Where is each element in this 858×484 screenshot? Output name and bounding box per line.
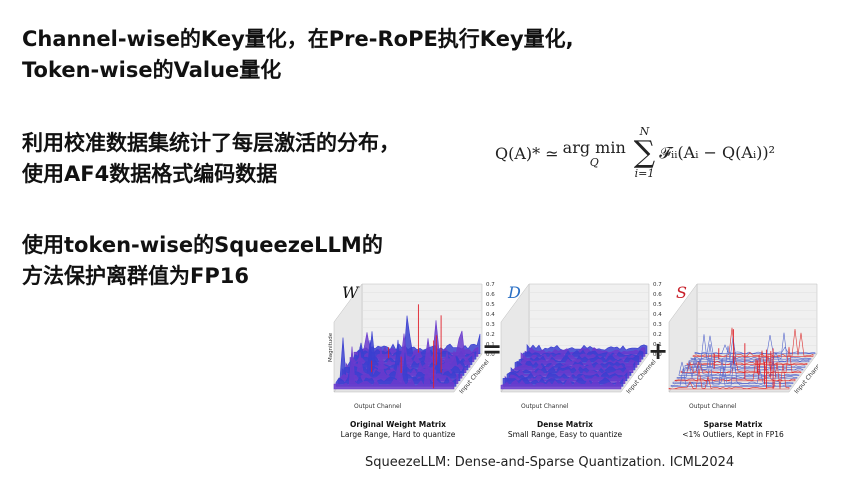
surface-row bbox=[686, 360, 808, 365]
surface-row bbox=[500, 379, 622, 390]
axis-label-output: Output Channel bbox=[689, 403, 737, 410]
source-citation: SqueezeLLM: Dense-and-Sparse Quantizatio… bbox=[365, 455, 735, 470]
formula-body: 𝓕ᵢᵢ(Aᵢ − Q(Aᵢ))² bbox=[659, 143, 776, 162]
quantization-formula: Q(A)* ≃ arg min Q N ∑ i=1 𝓕ᵢᵢ(Aᵢ − Q(Aᵢ)… bbox=[495, 126, 775, 180]
tick-label: 0.3 bbox=[653, 322, 662, 328]
tick-label: 0.6 bbox=[486, 292, 495, 298]
tick-label: 0.3 bbox=[486, 322, 495, 328]
axis-label-magnitude: Magnitude bbox=[328, 332, 334, 362]
caption-sparse: Sparse Matrix <1% Outliers, Kept in FP16 bbox=[682, 420, 784, 439]
caption-original: Original Weight Matrix Large Range, Hard… bbox=[340, 420, 456, 439]
text-line: 使用AF4数据格式编码数据 bbox=[22, 162, 278, 186]
tick-label: 0.4 bbox=[486, 312, 495, 318]
text-line: 利用校准数据集统计了每层激活的分布， bbox=[22, 131, 400, 155]
formula-argmin: arg min Q bbox=[562, 137, 626, 169]
text-line: 使用token-wise的SqueezeLLM的 bbox=[22, 233, 383, 257]
tick-label: 0.1 bbox=[486, 342, 495, 348]
formula-lhs: Q(A)* ≃ bbox=[495, 143, 559, 163]
surface-row bbox=[688, 334, 810, 363]
tick-label: 0.4 bbox=[653, 312, 662, 318]
surface-row bbox=[670, 356, 792, 387]
axis-label-output: Output Channel bbox=[521, 403, 569, 410]
panel-letter-s: S bbox=[676, 283, 687, 302]
text-line: Channel-wise的Key量化，在Pre-RoPE执行Key量化, bbox=[22, 27, 574, 51]
tick-label: 0.5 bbox=[486, 302, 495, 308]
text-block-calibration: 利用校准数据集统计了每层激活的分布， 使用AF4数据格式编码数据 bbox=[22, 128, 400, 190]
axis-label-output: Output Channel bbox=[354, 403, 402, 410]
text-line: 方法保护离群值为FP16 bbox=[22, 264, 249, 288]
tick-label: 0.0 bbox=[486, 352, 495, 358]
tick-label: 0.7 bbox=[653, 282, 662, 288]
tick-label: 0.7 bbox=[486, 282, 495, 288]
surface-row bbox=[678, 355, 800, 376]
caption-dense: Dense Matrix Small Range, Easy to quanti… bbox=[507, 420, 623, 439]
panel-letter-w: W bbox=[342, 283, 359, 302]
surface-row bbox=[684, 361, 806, 368]
tick-label: 0.5 bbox=[653, 302, 662, 308]
panel-letter-d: D bbox=[508, 283, 521, 302]
equals-symbol: = bbox=[482, 335, 503, 363]
tick-label: 0.6 bbox=[653, 292, 662, 298]
surface-row bbox=[690, 332, 812, 360]
surface-row bbox=[333, 346, 455, 390]
tick-label: 0.1 bbox=[653, 342, 662, 348]
text-block-kv-quant: Channel-wise的Key量化，在Pre-RoPE执行Key量化, Tok… bbox=[22, 24, 574, 86]
plus-symbol: + bbox=[648, 337, 669, 365]
text-block-outliers: 使用token-wise的SqueezeLLM的 方法保护离群值为FP16 bbox=[22, 230, 383, 292]
tick-label: 0.2 bbox=[653, 332, 662, 338]
text-line: Token-wise的Value量化 bbox=[22, 58, 282, 82]
surface-row bbox=[694, 334, 816, 355]
tick-label: 0.2 bbox=[486, 332, 495, 338]
formula-sum: N ∑ i=1 bbox=[633, 125, 656, 180]
surface-row bbox=[359, 333, 481, 355]
surface-row bbox=[680, 346, 802, 374]
tick-label: 0.0 bbox=[653, 352, 662, 358]
